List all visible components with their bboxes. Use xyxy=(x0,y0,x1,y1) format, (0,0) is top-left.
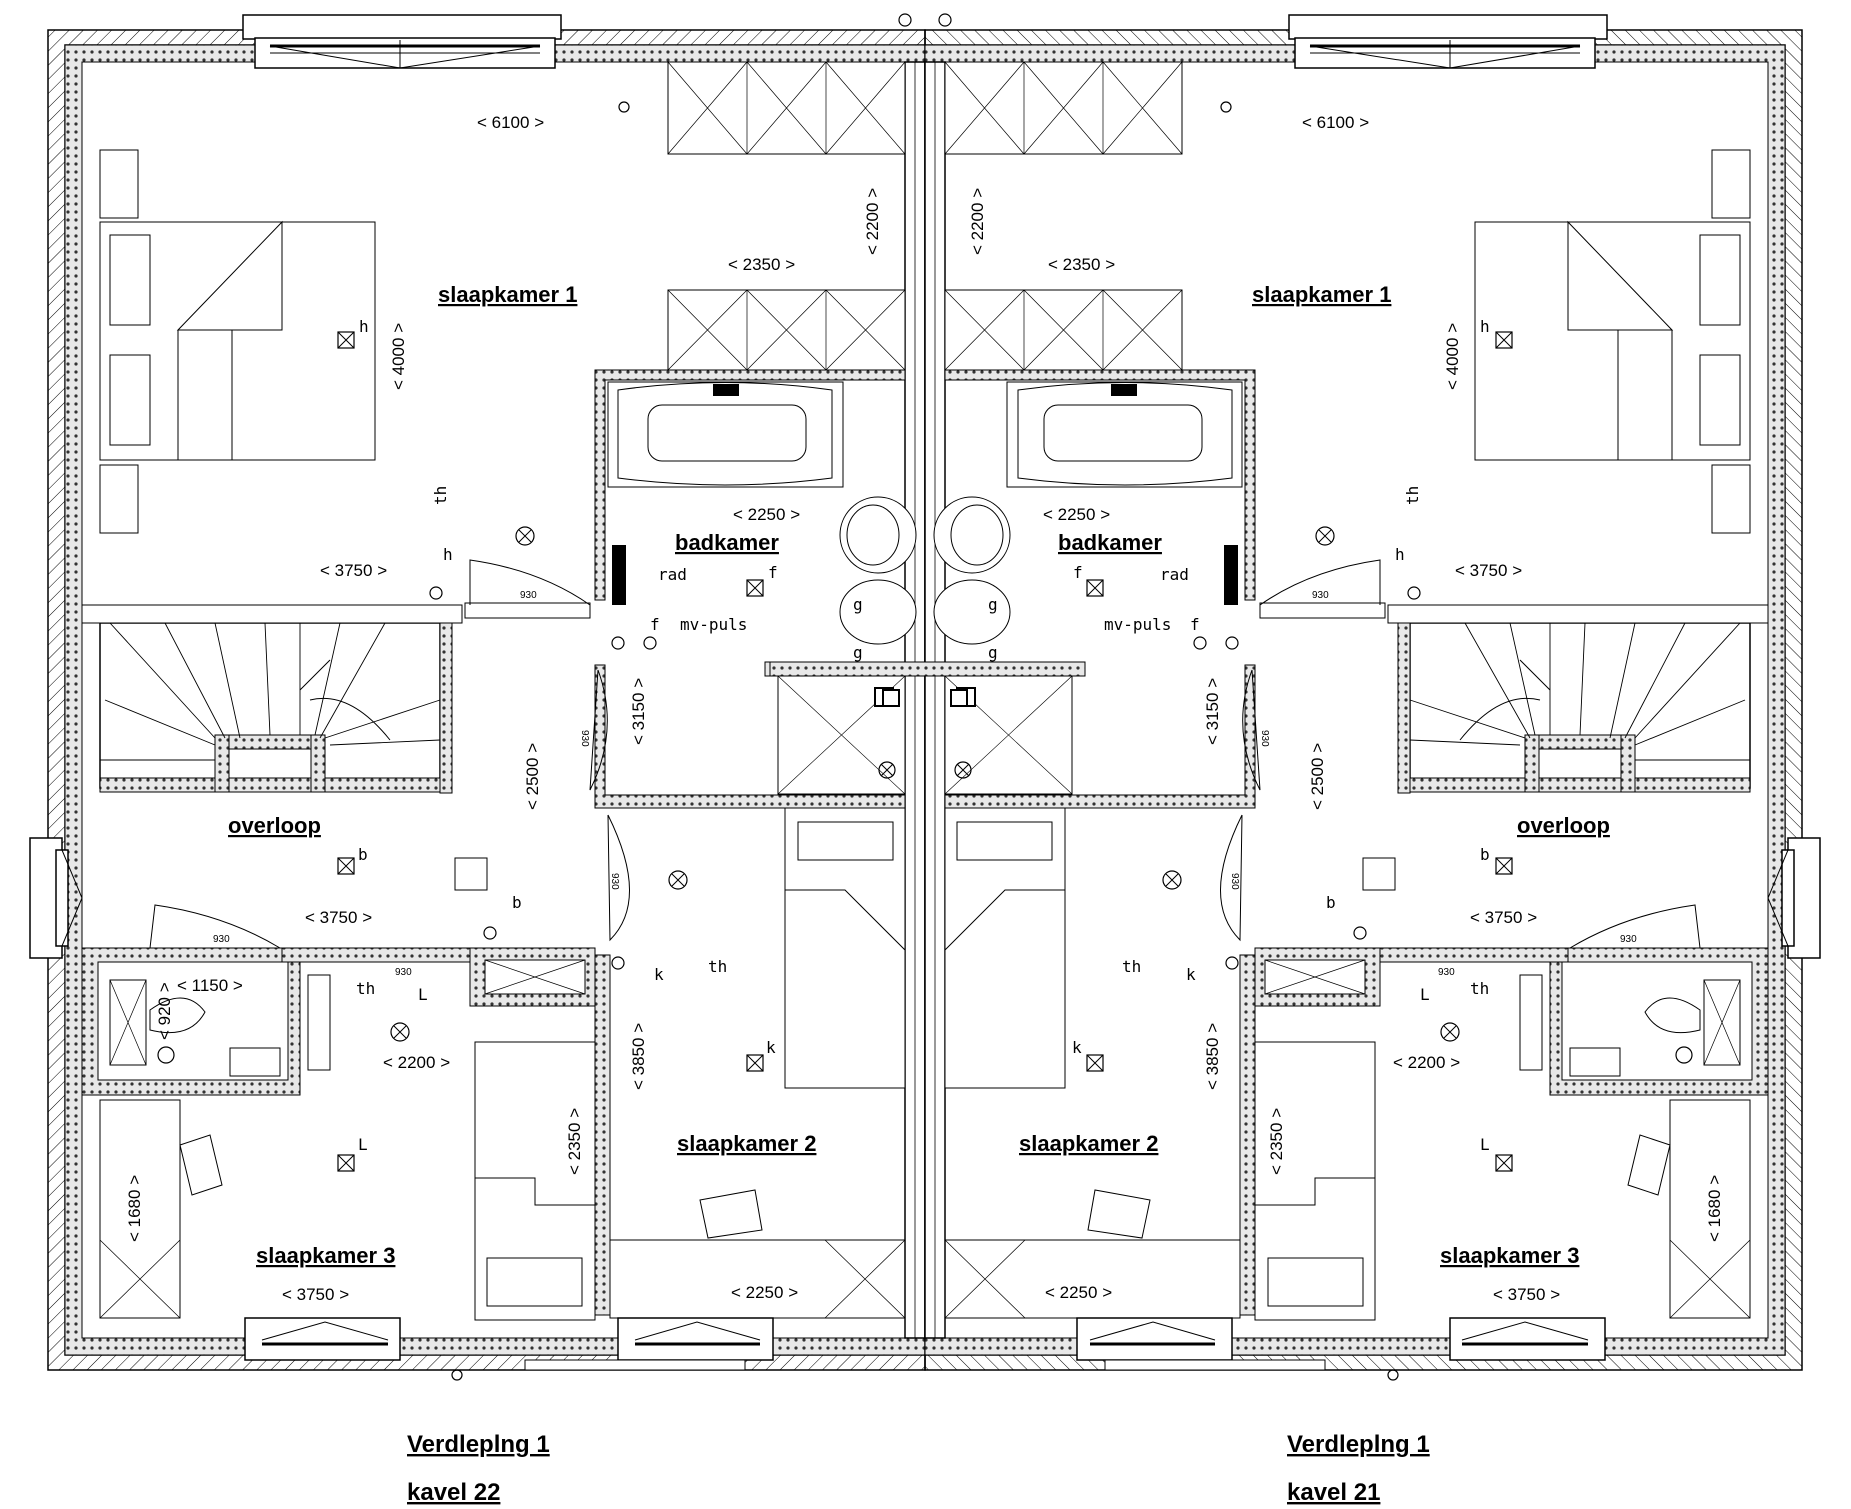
symbol-letter: b xyxy=(1480,845,1490,864)
dimension-label: < 3750 > xyxy=(282,1285,349,1304)
caption-lot: kavel 22 xyxy=(407,1479,500,1506)
door-width-label: 930 xyxy=(1259,730,1270,747)
symbol-letter: g xyxy=(988,643,998,662)
symbol-letter: h xyxy=(443,545,453,564)
dimension-label: < 3750 > xyxy=(1455,561,1522,580)
symbol-letter: k xyxy=(654,965,664,984)
symbol-letter: L xyxy=(1420,985,1430,1004)
door-width-label: 930 xyxy=(395,967,412,978)
dimension-label: < 3850 > xyxy=(1203,1023,1222,1090)
room-label-bathroom: badkamer xyxy=(675,530,779,555)
room-label-bedroom2: slaapkamer 2 xyxy=(1019,1131,1158,1156)
door-width-label: 930 xyxy=(1229,873,1240,890)
symbol-letter: L xyxy=(358,1135,368,1154)
room-label-landing: overloop xyxy=(228,813,321,838)
dimension-label: < 3750 > xyxy=(305,908,372,927)
labels-kavel-22: slaapkamer 1 badkamer overloop slaapkame… xyxy=(125,113,882,1506)
symbol-letter: L xyxy=(1480,1135,1490,1154)
unit-kavel-21 xyxy=(768,13,1822,1382)
dimension-label: < 3750 > xyxy=(1470,908,1537,927)
dimension-label: < 2250 > xyxy=(731,1283,798,1302)
labels-kavel-21: slaapkamer 1 badkamer overloop slaapkame… xyxy=(968,113,1724,1506)
gridline-marker xyxy=(898,13,912,27)
door-width-label: 930 xyxy=(579,730,590,747)
dimension-label: < 6100 > xyxy=(1302,113,1369,132)
room-label-bedroom3: slaapkamer 3 xyxy=(1440,1243,1579,1268)
dimension-label: < 920 > xyxy=(155,982,174,1040)
dimension-label: < 2250 > xyxy=(733,505,800,524)
symbol-letter: k xyxy=(766,1038,776,1057)
symbol-letter: b xyxy=(512,893,522,912)
symbol-letter: f xyxy=(650,615,660,634)
dimension-label: < 3150 > xyxy=(629,678,648,745)
dimension-label: < 2200 > xyxy=(863,188,882,255)
dimension-label: < 1150 > xyxy=(177,976,243,995)
room-label-bedroom1: slaapkamer 1 xyxy=(438,282,577,307)
door-width-label: 930 xyxy=(609,873,620,890)
dimension-label: < 3750 > xyxy=(320,561,387,580)
symbol-letter: b xyxy=(1326,893,1336,912)
symbol-letter: th xyxy=(1122,957,1141,976)
caption-floor: Verdleplng 1 xyxy=(407,1431,550,1458)
door-width-label: 930 xyxy=(1438,967,1455,978)
unit-kavel-22 xyxy=(28,13,1082,1382)
symbol-letter: g xyxy=(988,595,998,614)
dimension-label: < 2500 > xyxy=(1308,743,1327,810)
dimension-label: < 3750 > xyxy=(1493,1285,1560,1304)
symbol-letter: th xyxy=(356,979,375,998)
caption-lot: kavel 21 xyxy=(1287,1479,1380,1506)
dimension-label: < 3150 > xyxy=(1203,678,1222,745)
symbol-letter: th xyxy=(1470,979,1489,998)
door-width-label: 930 xyxy=(1312,590,1329,601)
room-label-bedroom2: slaapkamer 2 xyxy=(677,1131,816,1156)
room-label-bedroom3: slaapkamer 3 xyxy=(256,1243,395,1268)
ventilation-label: mv-puls xyxy=(680,615,747,634)
dimension-label: < 4000 > xyxy=(1443,323,1462,390)
dimension-label: < 2350 > xyxy=(728,255,795,274)
symbol-letter: f xyxy=(1073,563,1083,582)
room-label-bathroom: badkamer xyxy=(1058,530,1162,555)
room-label-bedroom1: slaapkamer 1 xyxy=(1252,282,1391,307)
dimension-label: < 6100 > xyxy=(477,113,544,132)
room-label-landing: overloop xyxy=(1517,813,1610,838)
symbol-letter: f xyxy=(1190,615,1200,634)
dimension-label: < 1680 > xyxy=(125,1175,144,1242)
symbol-letter: th xyxy=(1403,486,1422,505)
symbol-letter: th xyxy=(708,957,727,976)
dimension-label: < 1680 > xyxy=(1705,1175,1724,1242)
dimension-label: < 2500 > xyxy=(523,743,542,810)
dimension-label: < 2350 > xyxy=(1048,255,1115,274)
symbol-letter: th xyxy=(431,486,450,505)
ventilation-label: mv-puls xyxy=(1104,615,1171,634)
symbol-letter: k xyxy=(1072,1038,1082,1057)
symbol-letter: f xyxy=(768,563,778,582)
dimension-label: < 2250 > xyxy=(1043,505,1110,524)
symbol-letter: k xyxy=(1186,965,1196,984)
dimension-label: < 2200 > xyxy=(1393,1053,1460,1072)
dimension-label: < 2200 > xyxy=(968,188,987,255)
dimension-label: < 2350 > xyxy=(1267,1108,1286,1175)
symbol-letter: h xyxy=(359,317,369,336)
door-width-label: 930 xyxy=(520,590,537,601)
door-width-label: 930 xyxy=(1620,934,1637,945)
gridline-marker xyxy=(938,13,952,27)
dimension-label: < 3850 > xyxy=(629,1023,648,1090)
dimension-label: < 4000 > xyxy=(389,323,408,390)
symbol-letter: b xyxy=(358,845,368,864)
symbol-letter: g xyxy=(853,643,863,662)
symbol-letter: L xyxy=(418,985,428,1004)
radiator-label: rad xyxy=(658,565,687,584)
symbol-letter: g xyxy=(853,595,863,614)
symbol-letter: h xyxy=(1395,545,1405,564)
dimension-label: < 2250 > xyxy=(1045,1283,1112,1302)
door-width-label: 930 xyxy=(213,934,230,945)
caption-floor: Verdleplng 1 xyxy=(1287,1431,1430,1458)
radiator-label: rad xyxy=(1160,565,1189,584)
symbol-letter: h xyxy=(1480,317,1490,336)
dimension-label: < 2350 > xyxy=(565,1108,584,1175)
dimension-label: < 2200 > xyxy=(383,1053,450,1072)
